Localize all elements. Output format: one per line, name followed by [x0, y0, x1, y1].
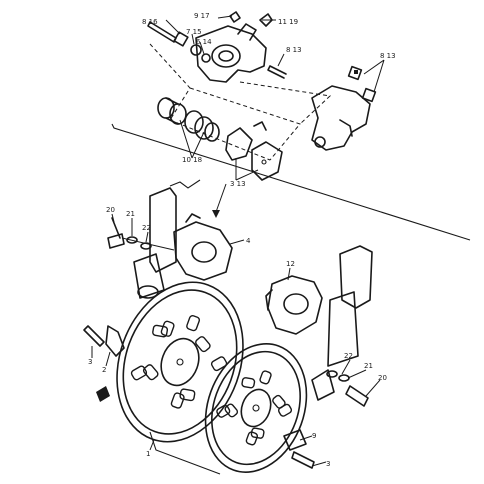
left-caliper-ear — [185, 213, 201, 223]
arrow-marker — [96, 386, 110, 402]
arrow-head — [212, 210, 220, 218]
right-fork-foot — [311, 369, 335, 401]
washer-21-right — [338, 374, 350, 382]
pad-pin-hole — [261, 159, 267, 165]
bolt-axis-left — [121, 237, 175, 251]
callout-1119: 11 19 — [278, 18, 298, 26]
caliper-bracket — [311, 85, 371, 151]
callout-22-right: 22 — [344, 352, 353, 360]
callout-1018: 10 18 — [182, 156, 202, 164]
left-fork-assembly — [107, 179, 233, 299]
right-fork-upper — [339, 245, 373, 309]
caliper-bore-upper — [211, 44, 241, 68]
seal-ring-b — [194, 116, 214, 140]
callout-614: 6 14 — [196, 38, 212, 46]
right-disc-hub — [240, 388, 272, 428]
callout-816: 8 16 — [142, 18, 158, 26]
callout-2: 2 — [102, 366, 106, 374]
right-caliper — [267, 275, 323, 335]
right-fork-assembly — [265, 245, 373, 407]
bolt-813b-1 — [347, 65, 363, 81]
right-disc-rim — [211, 350, 301, 466]
callout-813-a: 8 13 — [286, 46, 302, 54]
pad-b — [251, 141, 283, 181]
callout-21-left: 21 — [126, 210, 135, 218]
bolt-20-right — [345, 385, 369, 407]
caliper-exploded-view — [147, 11, 377, 181]
right-caliper-ear — [265, 289, 273, 311]
right-brake-disc — [204, 343, 308, 473]
washer-614 — [201, 53, 211, 63]
bolt-mark — [354, 70, 358, 74]
callout-3-left: 3 — [88, 358, 92, 366]
left-disc-center — [176, 358, 184, 366]
callout-20-right: 20 — [378, 374, 387, 382]
bleeder-917 — [229, 11, 241, 23]
callout-labels: 8 16 9 17 11 19 7 15 6 14 8 13 8 13 10 1… — [88, 12, 396, 468]
explode-box-right — [239, 81, 332, 125]
callout-21-right: 21 — [364, 362, 373, 370]
callout-715: 7 15 — [186, 28, 202, 36]
callout-3-right: 3 — [326, 460, 330, 468]
lock-plate-2 — [105, 325, 125, 357]
seal-ring-c — [204, 122, 220, 142]
bracket-hole — [314, 136, 326, 148]
assembly-bracket-line — [111, 123, 471, 241]
right-disc-outer — [204, 343, 308, 473]
fork-top-line — [169, 179, 201, 189]
bolt-813a — [267, 65, 287, 79]
washer-21-left — [126, 236, 138, 244]
washer-22-right — [326, 370, 338, 378]
bolt-3-left — [83, 325, 105, 347]
lock-plate-9 — [283, 429, 307, 451]
caliper-body-upper — [195, 25, 267, 83]
callout-1: 1 — [146, 450, 150, 458]
left-disc-hub — [160, 337, 200, 387]
bolt-3-right — [291, 451, 315, 469]
piston-body — [165, 97, 179, 125]
pad-spring — [253, 121, 267, 131]
leader-lines — [91, 15, 385, 467]
bracket-detail — [339, 119, 353, 137]
right-disc-vents — [216, 370, 293, 446]
caliper-ear — [237, 23, 257, 41]
left-disc-vents — [130, 314, 228, 409]
bolt-813b-2 — [361, 87, 377, 103]
callout-313: 3 13 — [230, 180, 246, 188]
arrow-down — [215, 183, 227, 213]
left-disc-rim — [122, 289, 238, 435]
left-caliper-bore — [191, 241, 217, 263]
callout-813-b: 8 13 — [380, 52, 396, 60]
left-caliper — [173, 221, 233, 281]
washer-22-left — [140, 242, 152, 250]
disc-bracket-line — [149, 431, 221, 475]
fork-foot — [137, 285, 159, 299]
seal-715 — [190, 44, 202, 56]
pad-a — [225, 127, 253, 161]
right-disc-center — [252, 404, 260, 412]
bolt-20-left — [107, 217, 125, 249]
seal-ring-a — [184, 110, 204, 134]
callout-4: 4 — [246, 237, 251, 245]
callout-12: 12 — [286, 260, 295, 268]
bolt-head-816 — [173, 31, 189, 47]
callout-20-left: 20 — [106, 206, 115, 214]
callout-22-left: 22 — [142, 224, 151, 232]
left-fork-upper — [149, 187, 177, 273]
right-caliper-bore — [283, 293, 309, 315]
right-fork-lower — [327, 291, 359, 367]
callout-917: 9 17 — [194, 12, 210, 20]
caliper-bore-inner — [218, 50, 234, 62]
callout-9: 9 — [312, 432, 316, 440]
